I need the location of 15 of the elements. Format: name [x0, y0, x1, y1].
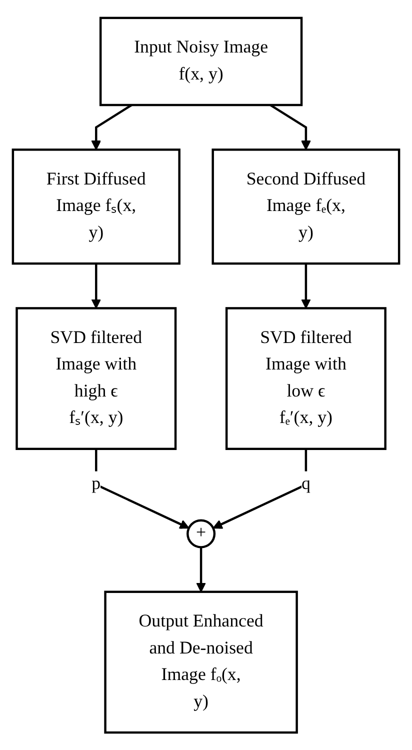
- edge-label: p: [92, 474, 101, 494]
- node-box: SVD filtered Image with low ϵ fₑ′(x, y): [225, 306, 386, 450]
- arrow: [91, 263, 102, 308]
- node-box: SVD filtered Image with high ϵ fₛ′(x, y): [16, 306, 177, 450]
- arrow: [91, 104, 132, 150]
- arrow: [196, 546, 206, 592]
- node-box: Output Enhanced and De-noised Image fₒ(x, y): [104, 590, 298, 734]
- node-circle: +: [186, 519, 216, 548]
- node-box: Second Diffused Image fₑ(x, y): [212, 148, 400, 264]
- node-box: First Diffused Image fₛ(x, y): [12, 148, 180, 264]
- arrow: [212, 448, 308, 529]
- edge-label: q: [301, 474, 310, 494]
- arrow: [270, 104, 311, 150]
- node-box: Input Noisy Image f(x, y): [99, 16, 303, 106]
- arrow: [301, 263, 311, 308]
